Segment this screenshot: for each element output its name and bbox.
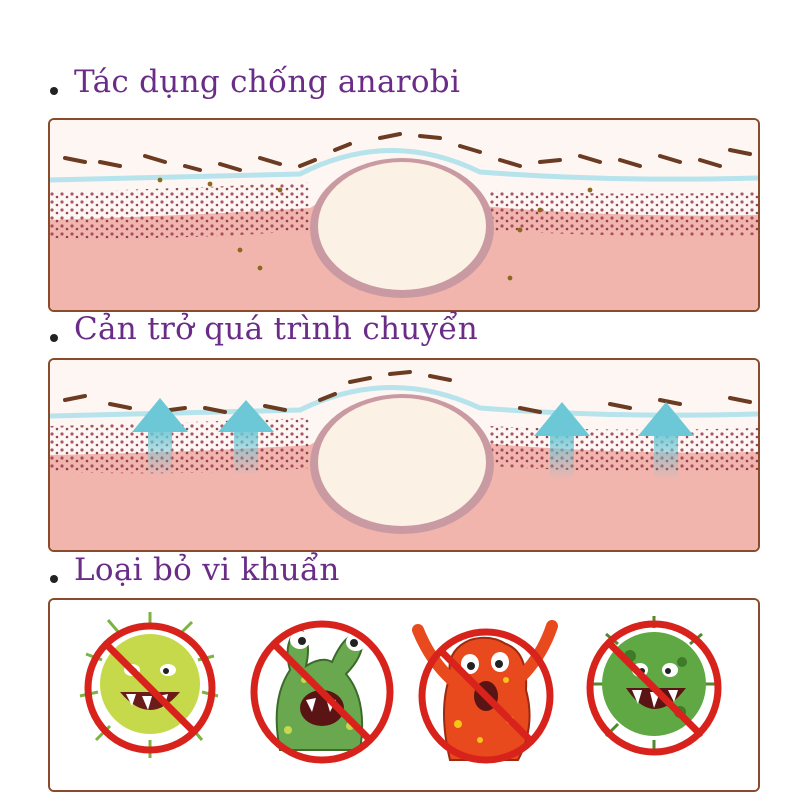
bacteria-illustration	[50, 600, 758, 790]
section-heading-1: Tác dụng chống anarobi	[50, 64, 460, 100]
breathing-arrow-icon	[638, 402, 694, 480]
heading-text: Cản trở quá trình chuyển	[74, 311, 478, 347]
panel-barrier	[48, 358, 760, 552]
section-heading-3: Loại bỏ vi khuẩn	[50, 552, 340, 588]
skin-cross-section-illustration	[50, 360, 758, 550]
breathing-arrow-icon	[534, 402, 590, 480]
heading-text: Tác dụng chống anarobi	[74, 64, 461, 100]
section-heading-2: Cản trở quá trình chuyển	[50, 311, 478, 347]
prohibition-icon	[586, 620, 722, 756]
breathing-arrow-icon	[218, 400, 274, 476]
prohibition-icon	[418, 628, 554, 764]
skin-cross-section-illustration	[50, 120, 758, 310]
panel-bacteria	[48, 598, 760, 792]
panel-anaerobic	[48, 118, 760, 312]
bullet-icon	[50, 334, 58, 342]
breathing-arrow-icon	[132, 398, 188, 476]
bullet-icon	[50, 87, 58, 95]
bullet-icon	[50, 575, 58, 583]
prohibition-icon	[84, 622, 216, 754]
prohibition-icon	[250, 620, 394, 764]
heading-text: Loại bỏ vi khuẩn	[74, 552, 340, 588]
